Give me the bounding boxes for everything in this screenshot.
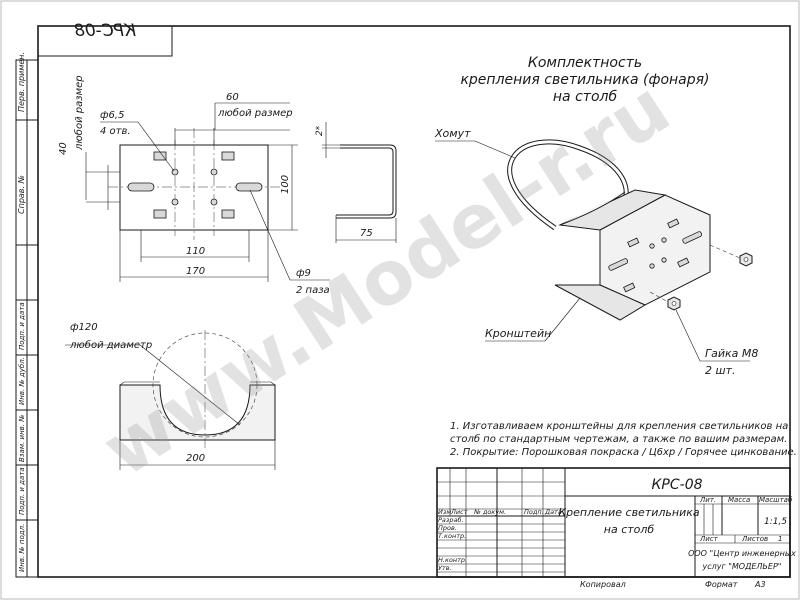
dim-60: 60 [226, 92, 239, 103]
tb-masshtab: Масштаб [759, 496, 793, 504]
hole-dia: ф6,5 [100, 110, 124, 121]
tb-format: Формат [705, 580, 738, 589]
top-hole-tr [221, 151, 235, 161]
tb-row-prov: Пров. [438, 524, 457, 532]
top-hole-br [221, 209, 235, 219]
tb-sheets-label: Листов [741, 535, 768, 543]
stamp-mirrored-code: КРС-08 [74, 21, 136, 41]
nut-1 [739, 252, 753, 267]
tb-sheet-label: Лист [699, 535, 719, 543]
top-round-hole-4 [210, 198, 218, 206]
tb-lit: Лит. [699, 496, 716, 504]
header-line3: на столб [553, 89, 618, 105]
callout-bracket: Кронштейн [485, 327, 551, 340]
strip-label-perv: Перв. примен. [17, 52, 26, 112]
header-line1: Комплектность [528, 55, 642, 71]
tb-col-doc: № докум. [473, 508, 506, 516]
tb-col-izm: Изм [438, 508, 451, 516]
strip-label-dubl: Инв. № дубл. [18, 357, 26, 405]
notes: 1. Изготавливаем кронштейны для креплени… [450, 421, 797, 458]
tb-name-line1: Крепление светильника [558, 506, 700, 519]
tb-massa: Масса [728, 496, 750, 504]
slot-dia: ф9 [296, 268, 311, 279]
front-dia: ф120 [70, 322, 98, 333]
dim-170: 170 [186, 266, 205, 277]
isometric-view: Хомут Кронштейн Гайка М8 2 шт. [434, 127, 758, 377]
note-line3: 2. Покрытие: Порошковая покраска / Ц6хр … [450, 447, 797, 458]
left-strip: Перв. примен. Справ. № Подп. и дата Инв.… [15, 52, 39, 578]
tb-col-date: Дата [544, 508, 562, 516]
title-block: КРС-08 Изм Лист № докум. Подп. Дата Разр… [436, 467, 796, 589]
tb-col-list: Лист [450, 508, 468, 516]
dim-2: 2* [315, 125, 325, 136]
dim-200: 200 [186, 453, 205, 464]
dim-110: 110 [186, 246, 205, 257]
strip-label-sprav: Справ. № [17, 175, 26, 214]
tb-col-podp: Подп. [524, 508, 544, 516]
tb-code: КРС-08 [651, 477, 702, 493]
dim-75: 75 [360, 228, 373, 239]
front-dia-note: любой диаметр [69, 339, 152, 351]
callout-nut-qty: 2 шт. [705, 364, 735, 377]
tb-format-value: А3 [754, 580, 766, 589]
strip-label-vzam: Взам. инв. № [18, 414, 26, 462]
tb-copied: Копировал [580, 580, 626, 589]
strip-label-podp2: Подп. и дата [18, 467, 26, 515]
top-slot-left [127, 182, 155, 192]
tb-name-line2: на столб [604, 523, 655, 536]
top-hole-tl [153, 151, 167, 161]
top-round-hole-2 [210, 168, 218, 176]
hole-count: 4 отв. [100, 126, 131, 137]
tb-scale-value: 1:1,5 [764, 517, 787, 527]
tb-row-razrab: Разраб. [438, 516, 464, 524]
header-line2: крепления светильника (фонаря) [460, 72, 709, 88]
callout-nut: Гайка М8 [705, 347, 758, 360]
tb-row-nkontr: Н.контр. [438, 556, 467, 564]
dim-40: 40 [58, 142, 69, 155]
nut-2 [667, 296, 681, 311]
note-line1: 1. Изготавливаем кронштейны для креплени… [450, 421, 788, 432]
strip-label-podp1: Подп. и дата [18, 302, 26, 350]
pole-circle [152, 332, 258, 438]
strip-label-podl: Инв. № подл. [18, 524, 26, 572]
dim-100: 100 [280, 175, 291, 194]
dim-40-note: любой размер [73, 75, 85, 151]
front-view: ф120 любой диаметр 200 [65, 322, 276, 470]
mirrored-stamp: КРС-08 [37, 21, 173, 57]
saddle-body [119, 384, 276, 441]
tb-row-tkontr: Т.контр. [438, 532, 466, 540]
bracket-bottom-flange [554, 284, 647, 321]
slot-count: 2 паза [296, 285, 330, 296]
top-hole-bl [153, 209, 167, 219]
tb-row-utv: Утв. [438, 564, 452, 572]
top-view: 60 любой размер ф6,5 4 отв. 40 любой раз… [58, 75, 330, 296]
note-line2: столб по стандартным чертежам, а также п… [450, 433, 787, 445]
side-view: 75 2* [315, 122, 397, 243]
dim-60-note: любой размер [217, 107, 293, 119]
tb-org-line2: услуг "МОДЕЛЬЕР" [702, 562, 782, 571]
tb-org-line1: ООО "Центр инженерных [688, 549, 796, 558]
tb-sheets-count: 1 [778, 535, 782, 543]
top-round-hole-3 [171, 198, 179, 206]
top-view-plate [119, 144, 269, 231]
top-slot-right [235, 182, 263, 192]
callout-clamp: Хомут [434, 127, 471, 140]
header: Комплектность крепления светильника (фон… [460, 55, 709, 105]
